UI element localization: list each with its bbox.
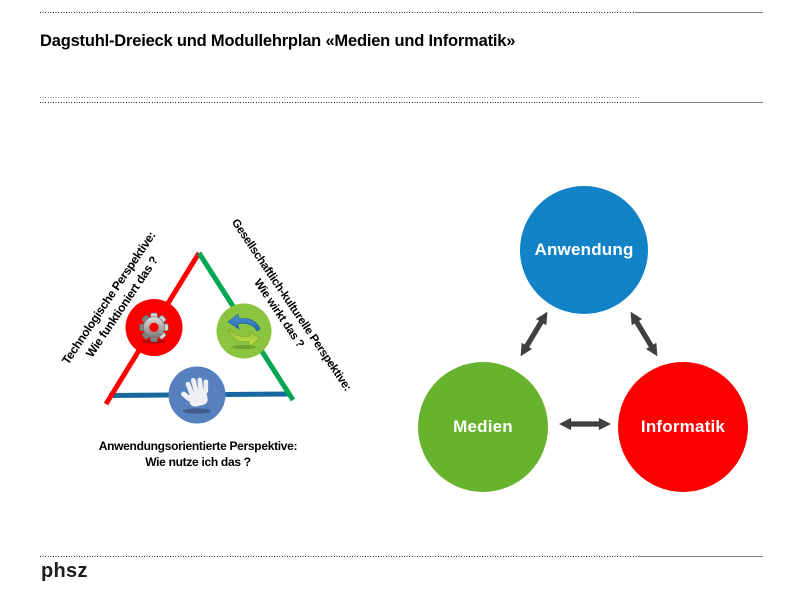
- page-title: Dagstuhl-Dreieck und Modullehrplan «Medi…: [40, 32, 516, 51]
- footer-rule-solid: [638, 556, 763, 557]
- double-arrow-medien-informatik: [559, 417, 611, 431]
- double-arrow-anwendung-medien: [520, 311, 548, 357]
- double-arrow-anwendung-informatik: [630, 311, 658, 357]
- node-label: Medien: [453, 417, 513, 436]
- hand-icon: [168, 366, 226, 424]
- node-informatik: Informatik: [618, 362, 748, 492]
- header-top-rule-dotted: [40, 12, 636, 13]
- footer-rule-dotted: [40, 556, 638, 557]
- phsz-logo: phsz: [41, 560, 88, 582]
- node-label: Anwendung: [534, 240, 634, 259]
- header-bottom-rule-solid: [640, 102, 763, 103]
- node-anwendung: Anwendung: [520, 186, 648, 314]
- sync-arrows-icon: [216, 303, 272, 359]
- gear-icon: [125, 299, 183, 356]
- header-top-rule-solid: [636, 12, 763, 13]
- label-line: Anwendungsorientierte Perspektive:: [98, 439, 298, 453]
- header-bottom-rule-faint: [40, 97, 640, 98]
- node-label: Informatik: [640, 417, 726, 436]
- header-bottom-rule-dotted: [40, 102, 640, 103]
- label-line: Wie nutze ich das ?: [145, 454, 251, 469]
- label-application-perspective: Anwendungsorientierte Perspektive: Wie n…: [38, 439, 358, 471]
- node-medien: Medien: [418, 362, 548, 492]
